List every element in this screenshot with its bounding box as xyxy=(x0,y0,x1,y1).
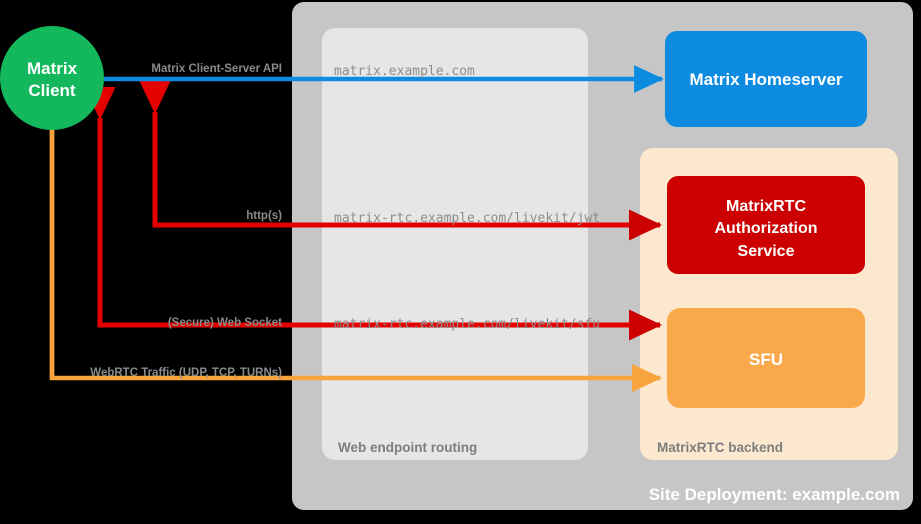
matrixrtc-authorization-service-label-line3: Service xyxy=(738,243,795,260)
matrix-client-label-line2: Client xyxy=(28,81,76,100)
matrixrtc-authorization-service-label-line2: Authorization xyxy=(714,220,817,237)
route-matrix-example-com: matrix.example.com xyxy=(334,64,475,79)
matrix-client-label-line1: Matrix xyxy=(27,59,78,78)
node-matrixrtc-authorization-service[interactable]: MatrixRTC Authorization Service xyxy=(667,176,865,274)
matrix-homeserver-label: Matrix Homeserver xyxy=(689,70,842,89)
label-livekit-sfu: (Secure) Web Socket xyxy=(168,317,282,329)
label-webrtc-traffic: WebRTC Traffic (UDP, TCP, TURNs) xyxy=(90,367,282,379)
sfu-box[interactable] xyxy=(667,308,865,408)
label-client-server-api: Matrix Client-Server API xyxy=(151,63,282,75)
connection-webrtc-traffic xyxy=(38,96,662,392)
label-livekit-jwt: http(s) xyxy=(246,210,282,222)
route-livekit-sfu: matrix-rtc.example.com/livekit/sfu xyxy=(334,317,600,332)
matrix-client-circle[interactable] xyxy=(0,26,104,130)
connection-livekit-jwt xyxy=(139,81,663,241)
route-livekit-jwt: matrix-rtc.example.com/livekit/jwt xyxy=(334,211,600,226)
connection-livekit-sfu xyxy=(84,87,663,341)
matrix-homeserver-box[interactable] xyxy=(665,31,867,127)
matrixrtc-authorization-service-box[interactable] xyxy=(667,176,865,274)
sfu-label: SFU xyxy=(749,350,783,369)
node-matrix-client[interactable]: Matrix Client xyxy=(0,26,104,130)
site-deployment-label: Site Deployment: example.com xyxy=(649,485,900,504)
group-label-matrixrtc-backend: MatrixRTC backend xyxy=(657,440,783,455)
matrixrtc-authorization-service-label-line1: MatrixRTC xyxy=(726,198,806,215)
node-sfu[interactable]: SFU xyxy=(667,308,865,408)
group-label-web-endpoint-routing: Web endpoint routing xyxy=(338,440,477,455)
group-web-endpoint-routing xyxy=(322,28,588,460)
node-matrix-homeserver[interactable]: Matrix Homeserver xyxy=(665,31,867,127)
